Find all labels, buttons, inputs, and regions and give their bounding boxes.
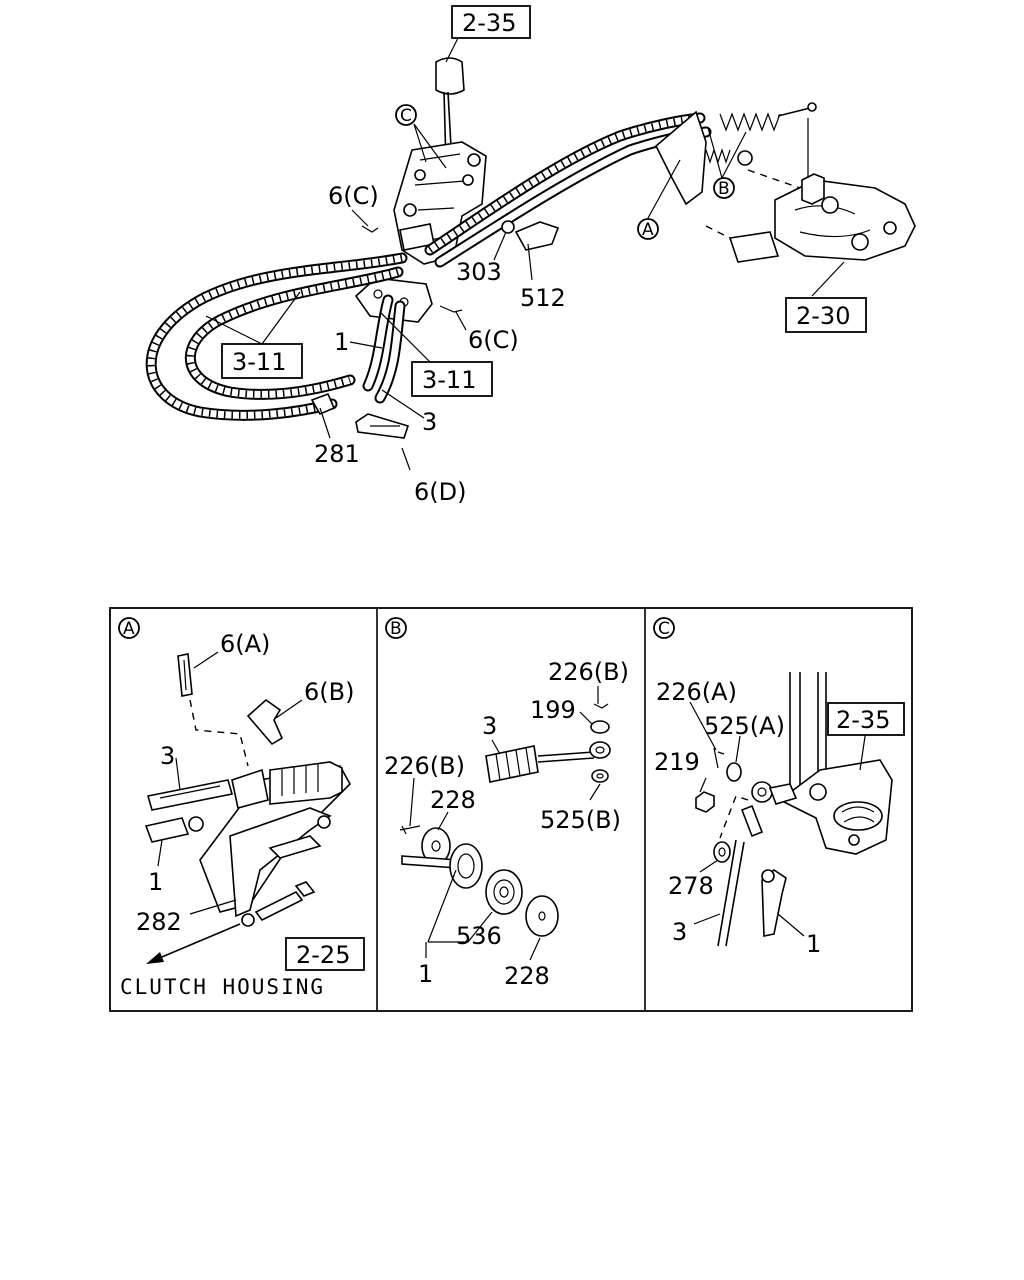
label-226b-left: 226(B) [384, 752, 465, 780]
cable-end-spring [705, 102, 817, 164]
ref-3-11-left: 3-11 [232, 348, 286, 376]
label-525b: 525(B) [540, 806, 621, 834]
label-1-top: 1 [334, 328, 349, 356]
label-3-c: 3 [672, 918, 687, 946]
label-1-a: 1 [148, 868, 163, 896]
label-228-bot: 228 [504, 962, 550, 990]
ref-2-35-top: 2-35 [462, 9, 516, 37]
panel-a-tag: A [123, 619, 135, 639]
callout-a: A [642, 220, 654, 240]
detail-panel-a: A 2-25 [118, 617, 365, 999]
detail-panel-b: B [384, 617, 629, 990]
clutch-housing-arrow [149, 923, 241, 963]
label-525a: 525(A) [704, 712, 785, 740]
ref-3-11-right: 3-11 [422, 366, 476, 394]
label-1-b: 1 [418, 960, 433, 988]
panel-c-tag: C [658, 619, 670, 639]
label-3-b: 3 [482, 712, 497, 740]
label-6c-mid: 6(C) [468, 326, 519, 354]
ref-box-3-11-right [411, 361, 493, 397]
ref-box-3-11-left [221, 343, 303, 379]
label-303: 303 [456, 258, 502, 286]
callout-b: B [718, 179, 730, 199]
panel-b-tag: B [390, 619, 402, 639]
label-219: 219 [654, 748, 700, 776]
label-3-a: 3 [160, 742, 175, 770]
label-226b-top: 226(B) [548, 658, 629, 686]
callout-c-circle [395, 104, 417, 126]
cable-loop-right [185, 266, 404, 400]
label-6d: 6(D) [414, 478, 466, 506]
transmission-cover [774, 118, 916, 261]
ref-box-2-35-top [451, 5, 531, 39]
label-6c-top: 6(C) [328, 182, 379, 210]
ref-2-30: 2-30 [796, 302, 850, 330]
shift-tower [393, 141, 487, 265]
ref-box-2-30 [785, 297, 867, 333]
label-512: 512 [520, 284, 566, 312]
label-6a: 6(A) [220, 630, 270, 658]
label-536: 536 [456, 922, 502, 950]
label-282: 282 [136, 908, 182, 936]
cable-bracket-a [655, 110, 707, 206]
callout-a-circle [637, 218, 659, 240]
detail-panel-c: C [653, 617, 905, 958]
callout-b-circle [713, 177, 735, 199]
ref-box-2-35-c [827, 702, 905, 736]
cable-loop-left [145, 252, 408, 421]
label-199: 199 [530, 696, 576, 724]
ref-2-35-c: 2-35 [836, 706, 890, 734]
top-assembly [145, 57, 916, 439]
top-leaders [205, 37, 845, 471]
clamp-281 [310, 392, 336, 416]
label-281: 281 [314, 440, 360, 468]
clip-512 [514, 221, 560, 251]
ref-2-25: 2-25 [296, 941, 350, 969]
nut-303 [501, 220, 515, 234]
label-1-c: 1 [806, 930, 821, 958]
clutch-housing-caption: CLUTCH HOUSING [120, 975, 325, 999]
label-3-top: 3 [422, 408, 437, 436]
detail-frame [109, 607, 913, 1012]
ref-box-2-25 [285, 937, 365, 971]
label-6b: 6(B) [304, 678, 354, 706]
label-228-top: 228 [430, 786, 476, 814]
label-226a: 226(A) [656, 678, 737, 706]
callout-c: C [400, 106, 412, 126]
label-278: 278 [668, 872, 714, 900]
